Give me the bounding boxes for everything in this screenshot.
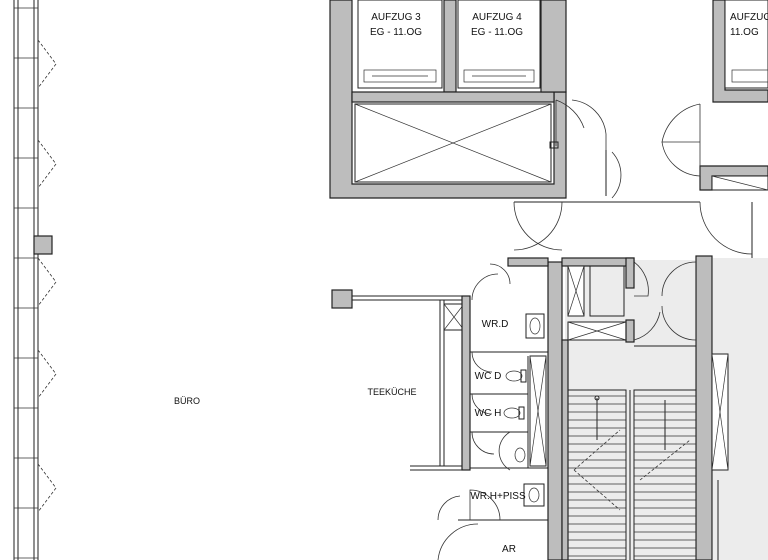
elevator-label-east: AUFZUG 11.OG [730, 12, 768, 38]
room-label-wc-d: WC D [475, 371, 502, 382]
room-label-teekueche: TEEKÜCHE [367, 387, 416, 397]
sanitary-block [437, 257, 563, 560]
window-opening-symbol [37, 257, 57, 307]
stair-flight-left [568, 395, 626, 557]
elevator-shaft-4 [457, 0, 541, 89]
room-label-wr-h-piss: WR.H+PISS [470, 491, 526, 502]
window-opening-symbol [37, 463, 57, 513]
stair-flight-right [634, 395, 696, 557]
corridor-doors [513, 99, 753, 258]
facade-column [33, 235, 53, 255]
window-opening-symbol [37, 349, 57, 399]
elevator-label-4: AUFZUG 4 EG - 11.OG [471, 12, 523, 38]
window-opening-symbol [37, 139, 57, 189]
facade-window-openings [37, 39, 57, 513]
room-label-buero: BÜRO [174, 396, 200, 406]
room-label-wr-d: WR.D [482, 319, 509, 330]
kitchen-partition [331, 289, 470, 471]
elevator-east-range: 11.OG [730, 27, 759, 38]
east-elevator-core [661, 0, 768, 191]
staircase [567, 389, 697, 560]
window-opening-symbol [37, 39, 57, 89]
elevator-east-name: AUFZUG [730, 12, 768, 23]
room-label-wc-h: WC H [475, 408, 502, 419]
elevator-3-range: EG - 11.OG [370, 27, 422, 38]
elevator-core [329, 0, 585, 199]
elevator-shaft-3 [357, 0, 443, 89]
elevator-3-name: AUFZUG 3 [371, 12, 421, 23]
room-label-ar: AR [502, 544, 516, 555]
elevator-label-3: AUFZUG 3 EG - 11.OG [370, 12, 422, 38]
elevator-4-range: EG - 11.OG [471, 27, 523, 38]
west-facade [13, 0, 39, 560]
facade-mullions [14, 7, 38, 559]
elevator-4-name: AUFZUG 4 [472, 12, 522, 23]
